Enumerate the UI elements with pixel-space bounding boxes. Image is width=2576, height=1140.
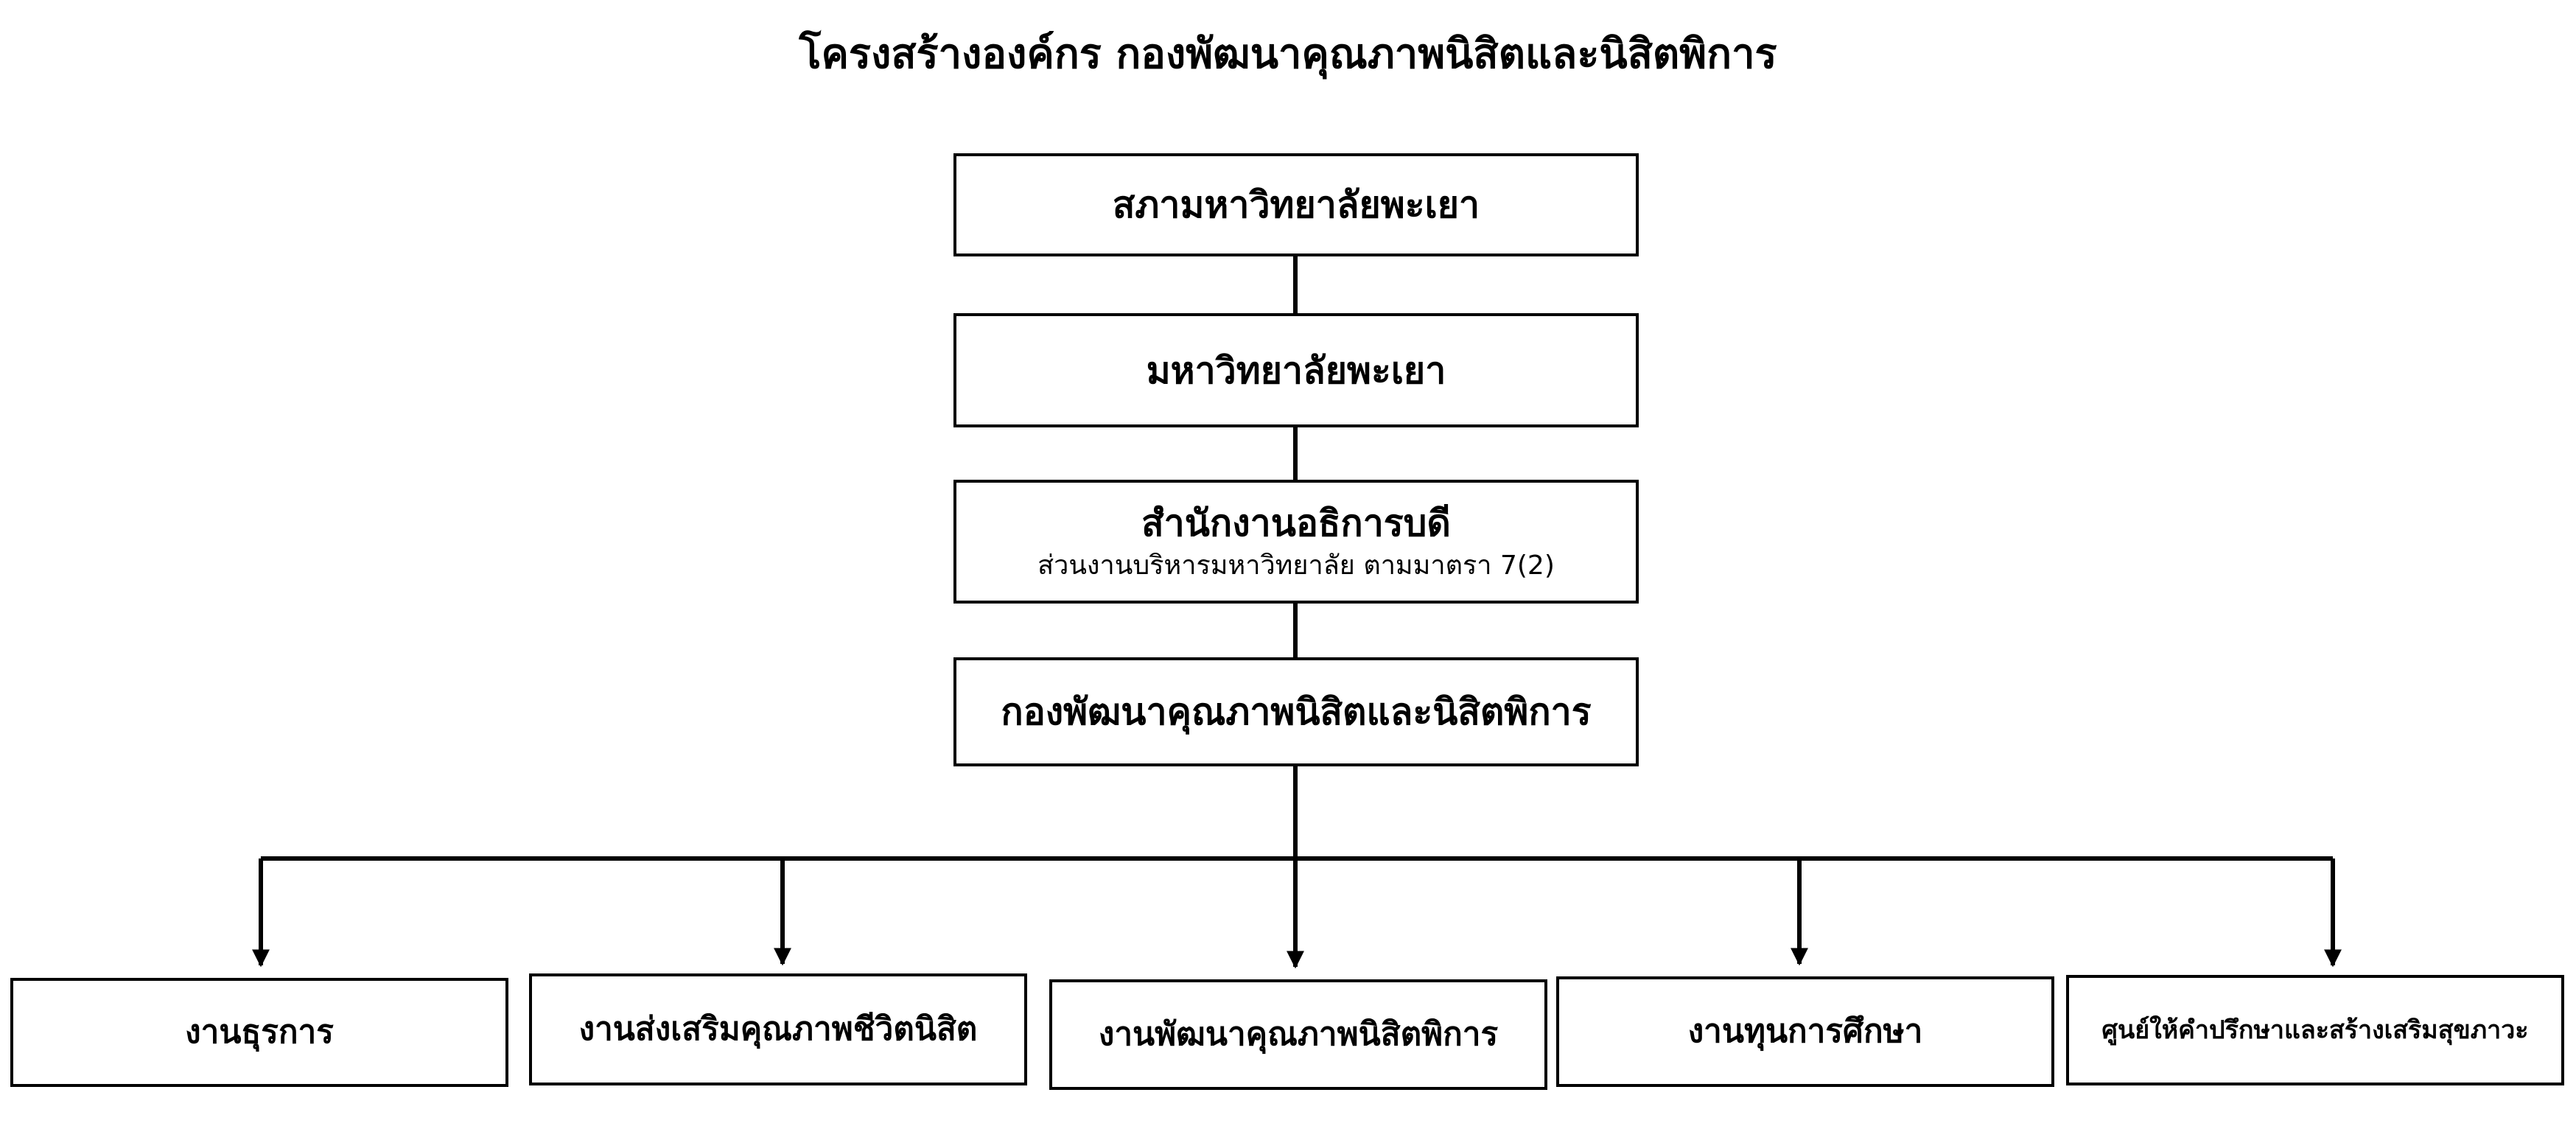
unit-box-5-label: ศูนย์ให้คำปรึกษาและสร้างเสริมสุขภาวะ [2101,1015,2529,1045]
node-student-quality-division-label: กองพัฒนาคุณภาพนิสิตและนิสิตพิการ [1001,690,1592,733]
node-president-office-label: สำนักงานอธิการบดี [1141,502,1451,545]
node-university: มหาวิทยาลัยพะเยา [953,313,1639,427]
unit-box-4: งานทุนการศึกษา [1556,976,2054,1087]
unit-box-4-label: งานทุนการศึกษา [1687,1012,1923,1050]
node-university-council-label: สภามหาวิทยาลัยพะเยา [1112,183,1480,226]
unit-box-2: งานส่งเสริมคุณภาพชีวิตนิสิต [529,973,1027,1085]
unit-box-2-label: งานส่งเสริมคุณภาพชีวิตนิสิต [578,1010,978,1048]
chart-title: โครงสร้างองค์กร กองพัฒนาคุณภาพนิสิตและนิ… [799,30,1777,78]
node-university-council: สภามหาวิทยาลัยพะเยา [953,153,1639,256]
node-president-office-subtitle: ส่วนงานบริหารมหาวิทยาลัย ตามมาตรา 7(2) [1037,550,1555,581]
unit-box-3-label: งานพัฒนาคุณภาพนิสิตพิการ [1098,1015,1499,1053]
node-university-label: มหาวิทยาลัยพะเยา [1146,349,1446,392]
unit-box-1: งานธุรการ [10,978,508,1087]
unit-box-3: งานพัฒนาคุณภาพนิสิตพิการ [1049,979,1547,1090]
node-student-quality-division: กองพัฒนาคุณภาพนิสิตและนิสิตพิการ [953,657,1639,766]
unit-box-1-label: งานธุรการ [185,1013,334,1051]
unit-box-5: ศูนย์ให้คำปรึกษาและสร้างเสริมสุขภาวะ [2066,975,2564,1085]
node-president-office: สำนักงานอธิการบดี ส่วนงานบริหารมหาวิทยาล… [953,480,1639,604]
